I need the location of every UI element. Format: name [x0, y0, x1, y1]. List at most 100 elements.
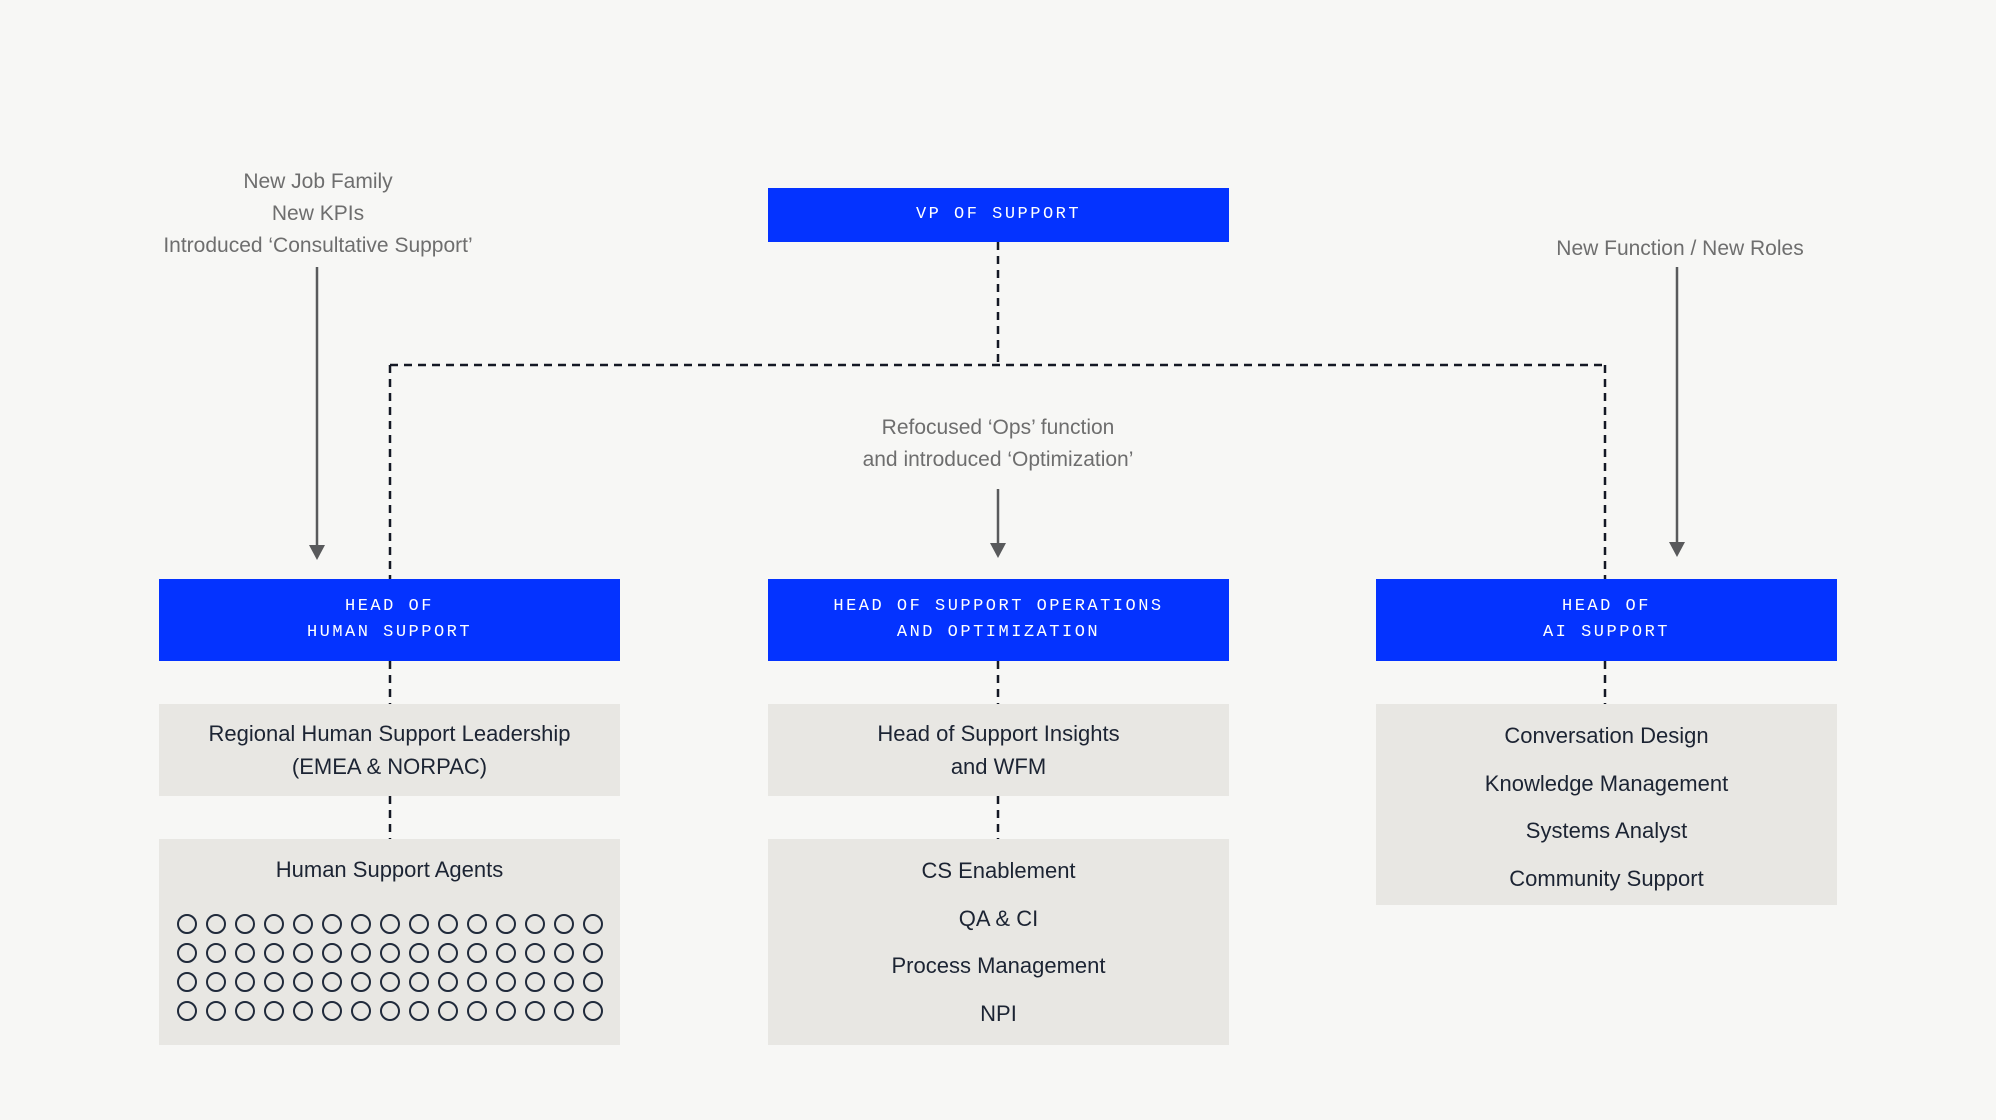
agent-circle-icon [466, 943, 487, 963]
agent-circle-icon [582, 943, 603, 963]
human-support-agents-title: Human Support Agents [275, 857, 504, 882]
agent-circle-icon [495, 943, 516, 963]
annotation-left-line-1: New Job Family [243, 170, 393, 193]
agents-dot-row [176, 972, 603, 992]
agent-circle-icon [263, 914, 284, 934]
agent-circle-icon [176, 914, 197, 934]
agent-circle-icon [292, 914, 313, 934]
head-of-support-operations-box: HEAD OF SUPPORT OPERATIONS AND OPTIMIZAT… [768, 579, 1229, 661]
ai-role-community-support: Community Support [1509, 865, 1704, 891]
annotation-right-line-1: New Function / New Roles [1556, 237, 1804, 260]
agent-circle-icon [321, 1001, 342, 1021]
head-of-human-support-label-line-1: HEAD OF [345, 597, 434, 616]
card-support-insights-wfm-line-2: and WFM [950, 754, 1047, 779]
agent-circle-icon [321, 914, 342, 934]
head-of-ai-support-label-line-1: HEAD OF [1562, 597, 1651, 616]
annotation-left-line-3: Introduced ‘Consultative Support’ [163, 234, 473, 257]
agents-dot-row [176, 1001, 603, 1021]
agent-circle-icon [263, 972, 284, 992]
agent-circle-icon [582, 1001, 603, 1021]
arrowhead-right-icon [1669, 542, 1685, 557]
agent-circle-icon [437, 914, 458, 934]
card-support-insights-wfm: Head of Support Insights and WFM [768, 704, 1229, 796]
agent-circle-icon [205, 972, 226, 992]
agent-circle-icon [263, 943, 284, 963]
agent-circle-icon [379, 972, 400, 992]
agent-circle-icon [437, 972, 458, 992]
card-regional-leadership-line-2: (EMEA & NORPAC) [291, 754, 488, 779]
agent-circle-icon [350, 943, 371, 963]
agent-circle-icon [176, 943, 197, 963]
agent-circle-icon [234, 943, 255, 963]
agent-circle-icon [466, 1001, 487, 1021]
head-of-human-support-box: HEAD OF HUMAN SUPPORT [159, 579, 620, 661]
agent-circle-icon [466, 972, 487, 992]
agent-circle-icon [379, 943, 400, 963]
ops-team-process-management: Process Management [891, 953, 1106, 978]
agent-circle-icon [350, 972, 371, 992]
annotation-center: Refocused ‘Ops’ function and introduced … [778, 412, 1218, 476]
vp-of-support-box: VP OF SUPPORT [768, 188, 1229, 242]
agent-circle-icon [350, 1001, 371, 1021]
agents-dot-row [176, 943, 603, 963]
ai-role-systems-analyst: Systems Analyst [1525, 818, 1688, 843]
agent-circle-icon [263, 1001, 284, 1021]
agent-circle-icon [176, 1001, 197, 1021]
ops-team-cs-enablement: CS Enablement [921, 858, 1076, 883]
annotation-center-line-1: Refocused ‘Ops’ function [881, 416, 1115, 439]
agent-circle-icon [205, 1001, 226, 1021]
agent-circle-icon [408, 972, 429, 992]
head-of-ai-support-label-line-2: AI SUPPORT [1542, 623, 1671, 642]
card-ops-teams: CS Enablement QA & CI Process Management… [768, 839, 1229, 1045]
agents-dot-grid [159, 914, 620, 1021]
agent-circle-icon [234, 914, 255, 934]
card-regional-leadership: Regional Human Support Leadership (EMEA … [159, 704, 620, 796]
ai-role-conversation-design: Conversation Design [1504, 723, 1709, 748]
agent-circle-icon [553, 914, 574, 934]
head-of-human-support-label-line-2: HUMAN SUPPORT [306, 623, 473, 642]
agent-circle-icon [292, 972, 313, 992]
agent-circle-icon [350, 914, 371, 934]
agent-circle-icon [408, 1001, 429, 1021]
agent-circle-icon [408, 914, 429, 934]
arrowhead-left-icon [309, 545, 325, 560]
agent-circle-icon [524, 943, 545, 963]
agent-circle-icon [379, 914, 400, 934]
card-regional-leadership-line-1: Regional Human Support Leadership [208, 721, 571, 746]
agent-circle-icon [524, 1001, 545, 1021]
card-ai-support-roles: Conversation Design Knowledge Management… [1376, 704, 1837, 905]
agent-circle-icon [582, 914, 603, 934]
annotation-right: New Function / New Roles [1460, 233, 1900, 265]
annotation-center-line-2: and introduced ‘Optimization’ [862, 448, 1134, 471]
agent-circle-icon [234, 972, 255, 992]
agent-circle-icon [379, 1001, 400, 1021]
agent-circle-icon [205, 943, 226, 963]
agent-circle-icon [466, 914, 487, 934]
arrowhead-center-icon [990, 543, 1006, 558]
agent-circle-icon [582, 972, 603, 992]
agent-circle-icon [495, 914, 516, 934]
agent-circle-icon [321, 943, 342, 963]
agent-circle-icon [553, 1001, 574, 1021]
agent-circle-icon [495, 1001, 516, 1021]
agent-circle-icon [292, 943, 313, 963]
agent-circle-icon [553, 972, 574, 992]
card-human-support-agents: Human Support Agents [159, 839, 620, 1045]
agent-circle-icon [524, 972, 545, 992]
head-of-support-operations-label-line-2: AND OPTIMIZATION [896, 623, 1101, 642]
agent-circle-icon [553, 943, 574, 963]
agent-circle-icon [437, 1001, 458, 1021]
agent-circle-icon [408, 943, 429, 963]
ops-team-npi: NPI [980, 1000, 1017, 1026]
agent-circle-icon [437, 943, 458, 963]
card-support-insights-wfm-line-1: Head of Support Insights [877, 721, 1120, 746]
annotation-left: New Job Family New KPIs Introduced ‘Cons… [98, 166, 538, 262]
ops-team-qa-ci: QA & CI [958, 905, 1039, 931]
head-of-support-operations-label-line-1: HEAD OF SUPPORT OPERATIONS [833, 597, 1164, 616]
agent-circle-icon [495, 972, 516, 992]
vp-of-support-label: VP OF SUPPORT [915, 205, 1082, 224]
agents-dot-row [176, 914, 603, 934]
annotation-left-line-2: New KPIs [271, 202, 365, 225]
ai-role-knowledge-management: Knowledge Management [1484, 770, 1729, 796]
